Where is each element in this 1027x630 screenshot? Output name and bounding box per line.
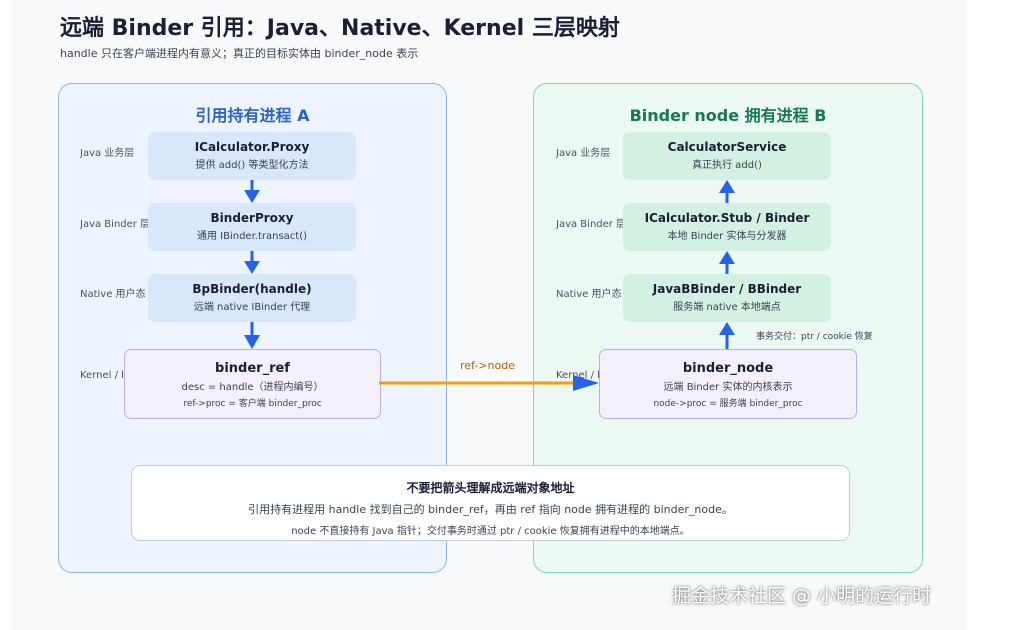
arrow-javabbinder-to-stub bbox=[719, 251, 735, 274]
arrow-stub-to-service bbox=[719, 180, 735, 203]
panel-a-title: 引用持有进程 A bbox=[195, 106, 310, 125]
arrow-ref-to-node bbox=[379, 375, 599, 391]
panel-b-layer-native: Native 用户态 bbox=[556, 289, 622, 300]
binder-node-title: binder_node bbox=[682, 361, 774, 376]
binder-proxy-desc: 通用 IBinder.transact() bbox=[196, 231, 308, 242]
binder-proxy-box: BinderProxy 通用 IBinder.transact() bbox=[148, 203, 356, 251]
binder-ref-box: binder_ref desc = handle（进程内编号） ref->pro… bbox=[124, 349, 381, 419]
binder-ref-title: binder_ref bbox=[215, 361, 290, 376]
explanation-callout: 不要把箭头理解成远端对象地址 引用持有进程用 handle 找到自己的 bind… bbox=[131, 465, 850, 541]
arrow-binderproxy-to-bpbinder bbox=[244, 251, 260, 274]
icalculator-proxy-box: ICalculator.Proxy 提供 add() 等类型化方法 bbox=[148, 132, 356, 180]
panel-a-layer-java-binder: Java Binder 层 bbox=[80, 219, 148, 230]
calculator-service-desc: 真正执行 add() bbox=[692, 160, 762, 171]
bpbinder-desc: 远端 native IBinder 代理 bbox=[193, 302, 311, 313]
javabbinder-title: JavaBBinder / BBinder bbox=[652, 282, 802, 296]
page-subtitle: handle 只在客户端进程内有意义；真正的目标实体由 binder_node … bbox=[60, 47, 419, 60]
icalculator-proxy-title: ICalculator.Proxy bbox=[194, 140, 310, 154]
binder-node-proc: node->proc = 服务端 binder_proc bbox=[653, 399, 803, 409]
panel-a-layer-kernel: Kernel / binder driver bbox=[80, 370, 123, 381]
panel-a-layer-native: Native 用户态 bbox=[80, 289, 146, 300]
watermark: 掘金技术社区 @ 小明的运行时 bbox=[672, 585, 932, 607]
icalculator-stub-desc: 本地 Binder 实体与分发器 bbox=[667, 231, 787, 242]
panel-b-layer-java: Java 业务层 bbox=[556, 148, 611, 159]
binder-proxy-title: BinderProxy bbox=[210, 211, 294, 225]
icalculator-stub-title: ICalculator.Stub / Binder bbox=[644, 211, 810, 225]
page-title: 远端 Binder 引用：Java、Native、Kernel 三层映射 bbox=[60, 16, 620, 41]
javabbinder-box: JavaBBinder / BBinder 服务端 native 本地端点 bbox=[623, 274, 831, 322]
calculator-service-title: CalculatorService bbox=[667, 140, 787, 154]
calculator-service-box: CalculatorService 真正执行 add() bbox=[623, 132, 831, 180]
delivery-note: 事务交付：ptr / cookie 恢复 bbox=[756, 332, 873, 342]
panel-a-layer-java: Java 业务层 bbox=[80, 148, 135, 159]
icalculator-proxy-desc: 提供 add() 等类型化方法 bbox=[195, 160, 309, 171]
icalculator-stub-box: ICalculator.Stub / Binder 本地 Binder 实体与分… bbox=[623, 203, 831, 251]
binder-node-desc: 远端 Binder 实体的内核表示 bbox=[663, 382, 793, 393]
bpbinder-title: BpBinder(handle) bbox=[192, 282, 312, 296]
bpbinder-box: BpBinder(handle) 远端 native IBinder 代理 bbox=[148, 274, 356, 322]
binder-node-box: binder_node 远端 Binder 实体的内核表示 node->proc… bbox=[599, 349, 857, 419]
binder-ref-proc: ref->proc = 客户端 binder_proc bbox=[183, 399, 322, 409]
ref-to-node-label: ref->node bbox=[460, 359, 515, 372]
panel-b-layer-kernel: Kernel / binder driver bbox=[556, 370, 599, 381]
panel-b-title: Binder node 拥有进程 B bbox=[629, 106, 827, 125]
arrow-bpbinder-to-binder-ref bbox=[244, 322, 260, 349]
arrow-binder-node-to-javabbinder bbox=[719, 322, 735, 349]
callout-title: 不要把箭头理解成远端对象地址 bbox=[406, 481, 575, 495]
arrow-proxy-to-binderproxy bbox=[244, 180, 260, 203]
javabbinder-desc: 服务端 native 本地端点 bbox=[673, 302, 781, 313]
panel-b-layer-java-binder: Java Binder 层 bbox=[556, 219, 624, 230]
binder-ref-desc: desc = handle（进程内编号） bbox=[181, 382, 324, 393]
callout-line-2: node 不直接持有 Java 指针；交付事务时通过 ptr / cookie … bbox=[291, 526, 690, 537]
callout-line-1: 引用持有进程用 handle 找到自己的 binder_ref，再由 ref 指… bbox=[248, 503, 733, 516]
